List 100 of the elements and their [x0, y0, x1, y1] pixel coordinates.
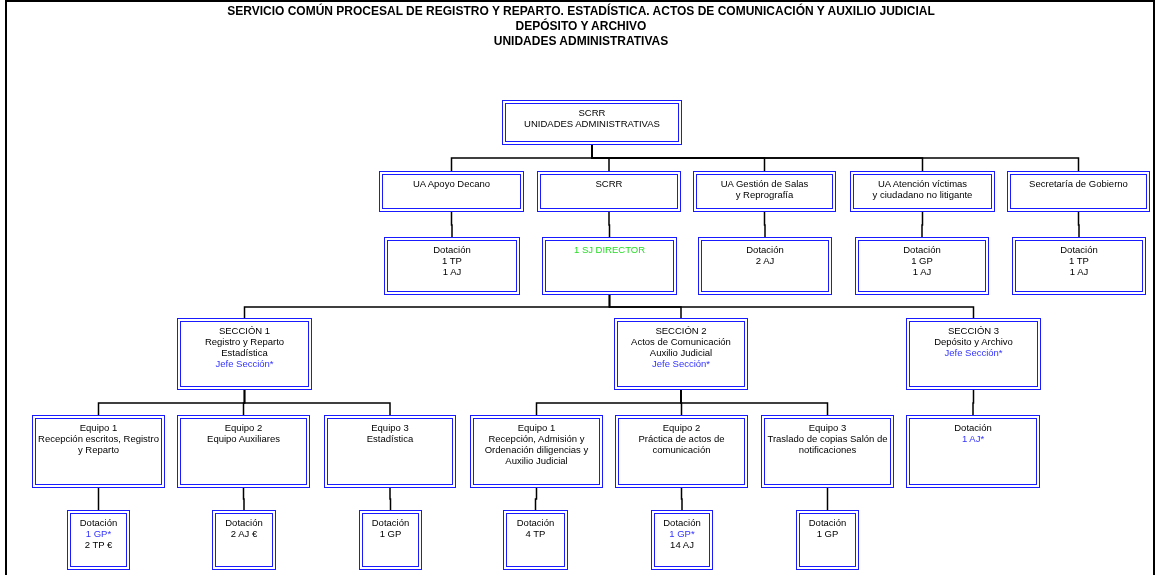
org-box: [615, 415, 748, 488]
org-box: [693, 171, 836, 212]
org-box: [324, 415, 456, 488]
box-text: Dotación: [371, 517, 410, 528]
box-text: 1 AJ: [1069, 266, 1089, 277]
box-text: Actos de Comunicación: [631, 336, 731, 347]
box-text: 1 GP*: [669, 528, 695, 539]
box-text: UA Apoyo Decano: [412, 178, 491, 189]
box-text: 1 TP: [442, 255, 462, 266]
box-text: Dotación: [663, 517, 701, 528]
connector-line: [763, 211, 766, 238]
box-text: Dotación: [1060, 244, 1098, 255]
org-box: [796, 510, 859, 570]
box-text: 1 AJ: [912, 266, 932, 277]
box-text: 14 AJ: [670, 539, 694, 550]
box-text: 2 AJ: [755, 255, 775, 266]
box-text: 1 GP: [816, 528, 839, 539]
box-text: Estadística: [221, 347, 268, 358]
box-text: Registro y Reparto: [204, 336, 285, 347]
box-text: Jefe Sección*: [651, 358, 711, 369]
box-text: Equipo 3: [808, 422, 847, 433]
box-text: UA Atención víctimas: [877, 178, 968, 189]
box-text: Dotación: [433, 244, 471, 255]
box-text: Dotación: [746, 244, 784, 255]
connector-line: [921, 211, 924, 238]
box-text: Auxilio Judicial: [649, 347, 713, 358]
org-box: [614, 318, 748, 390]
org-box: [542, 237, 677, 295]
box-text: 1 TP: [1069, 255, 1089, 266]
connector-line: [826, 487, 829, 511]
org-box: [177, 415, 310, 488]
org-box: [1012, 237, 1146, 295]
org-box: [906, 318, 1041, 390]
box-text: UA Gestión de Salas: [720, 178, 809, 189]
org-box: [359, 510, 422, 570]
org-box: [1007, 171, 1150, 212]
box-text: SCRR: [578, 107, 606, 118]
box-text: Depósito y Archivo: [934, 336, 1013, 347]
org-box: [906, 415, 1040, 488]
connector-line: [608, 294, 975, 319]
org-box: [379, 171, 524, 212]
connector-line: [608, 211, 611, 238]
org-box: [855, 237, 989, 295]
box-text: Equipo 2: [662, 422, 701, 433]
box-text: Estadística: [366, 433, 414, 444]
org-box: [537, 171, 681, 212]
org-box: [503, 510, 568, 570]
box-text: 2 AJ €: [230, 528, 258, 539]
connector-line: [680, 487, 683, 511]
org-box: [651, 510, 713, 570]
box-text: 1 GP*: [85, 528, 112, 539]
box-text: Práctica de actos de comunicación: [637, 433, 726, 455]
org-box: [32, 415, 165, 488]
connector-line: [243, 389, 391, 416]
box-text: Traslado de copias Salón de notificaciones: [767, 433, 888, 455]
connector-line: [450, 211, 453, 238]
box-text: Dotación: [225, 517, 263, 528]
org-box: [67, 510, 130, 570]
connector-line: [1077, 211, 1080, 238]
box-text: SECCIÓN 2: [655, 325, 707, 336]
box-text: SECCIÓN 1: [218, 325, 271, 336]
box-text: y Reprografía: [735, 189, 794, 200]
connector-line: [534, 487, 538, 511]
box-text: 1 GP: [911, 255, 933, 266]
org-box: [470, 415, 603, 488]
box-text: Equipo 2: [224, 422, 263, 433]
box-text: Recepción escritos, Registro y Reparto: [38, 433, 159, 455]
box-text: Equipo 1: [79, 422, 118, 433]
box-text: y ciudadano no litigante: [872, 189, 973, 200]
box-text: Secretaría de Gobierno: [1029, 178, 1128, 189]
box-text: 1 AJ*: [961, 433, 985, 444]
org-box: [177, 318, 312, 390]
box-text: 2 TP €: [84, 539, 113, 550]
box-text: Dotación: [79, 517, 118, 528]
box-text: UNIDADES ADMINISTRATIVAS: [524, 118, 660, 129]
org-box: [212, 510, 276, 570]
box-text: Dotación: [903, 244, 941, 255]
org-box: [850, 171, 995, 212]
org-box: [384, 237, 520, 295]
connector-line: [97, 487, 100, 511]
box-text: SECCIÓN 3: [947, 325, 1000, 336]
connector-line: [680, 389, 829, 416]
box-text: 1 SJ DIRECTOR: [573, 244, 646, 255]
diagram-title: SERVICIO COMÚN PROCESAL DE REGISTRO Y REPARTO. ESTADÍSTICA. ACTOS DE COMUNICACIÓN Y AUXILIO JUDICIAL: [227, 4, 935, 18]
connector-line: [972, 389, 975, 416]
title-line: DEPÓSITO Y ARCHIVO: [515, 19, 647, 34]
box-text: Jefe Sección*: [215, 358, 274, 369]
connector-line: [389, 487, 392, 511]
box-text: 1 GP: [379, 528, 402, 539]
org-box: [698, 237, 832, 295]
box-text: SCRR: [595, 178, 623, 189]
box-text: Dotación: [954, 422, 992, 433]
box-text: Jefe Sección*: [944, 347, 1003, 358]
box-text: Equipo Auxiliares: [207, 433, 280, 444]
box-text: 4 TP: [525, 528, 546, 539]
box-text: Equipo 1: [517, 422, 556, 433]
connector-line: [242, 487, 245, 511]
org-box: [502, 100, 682, 145]
box-text: 1 AJ: [442, 266, 462, 277]
org-box: [761, 415, 894, 488]
